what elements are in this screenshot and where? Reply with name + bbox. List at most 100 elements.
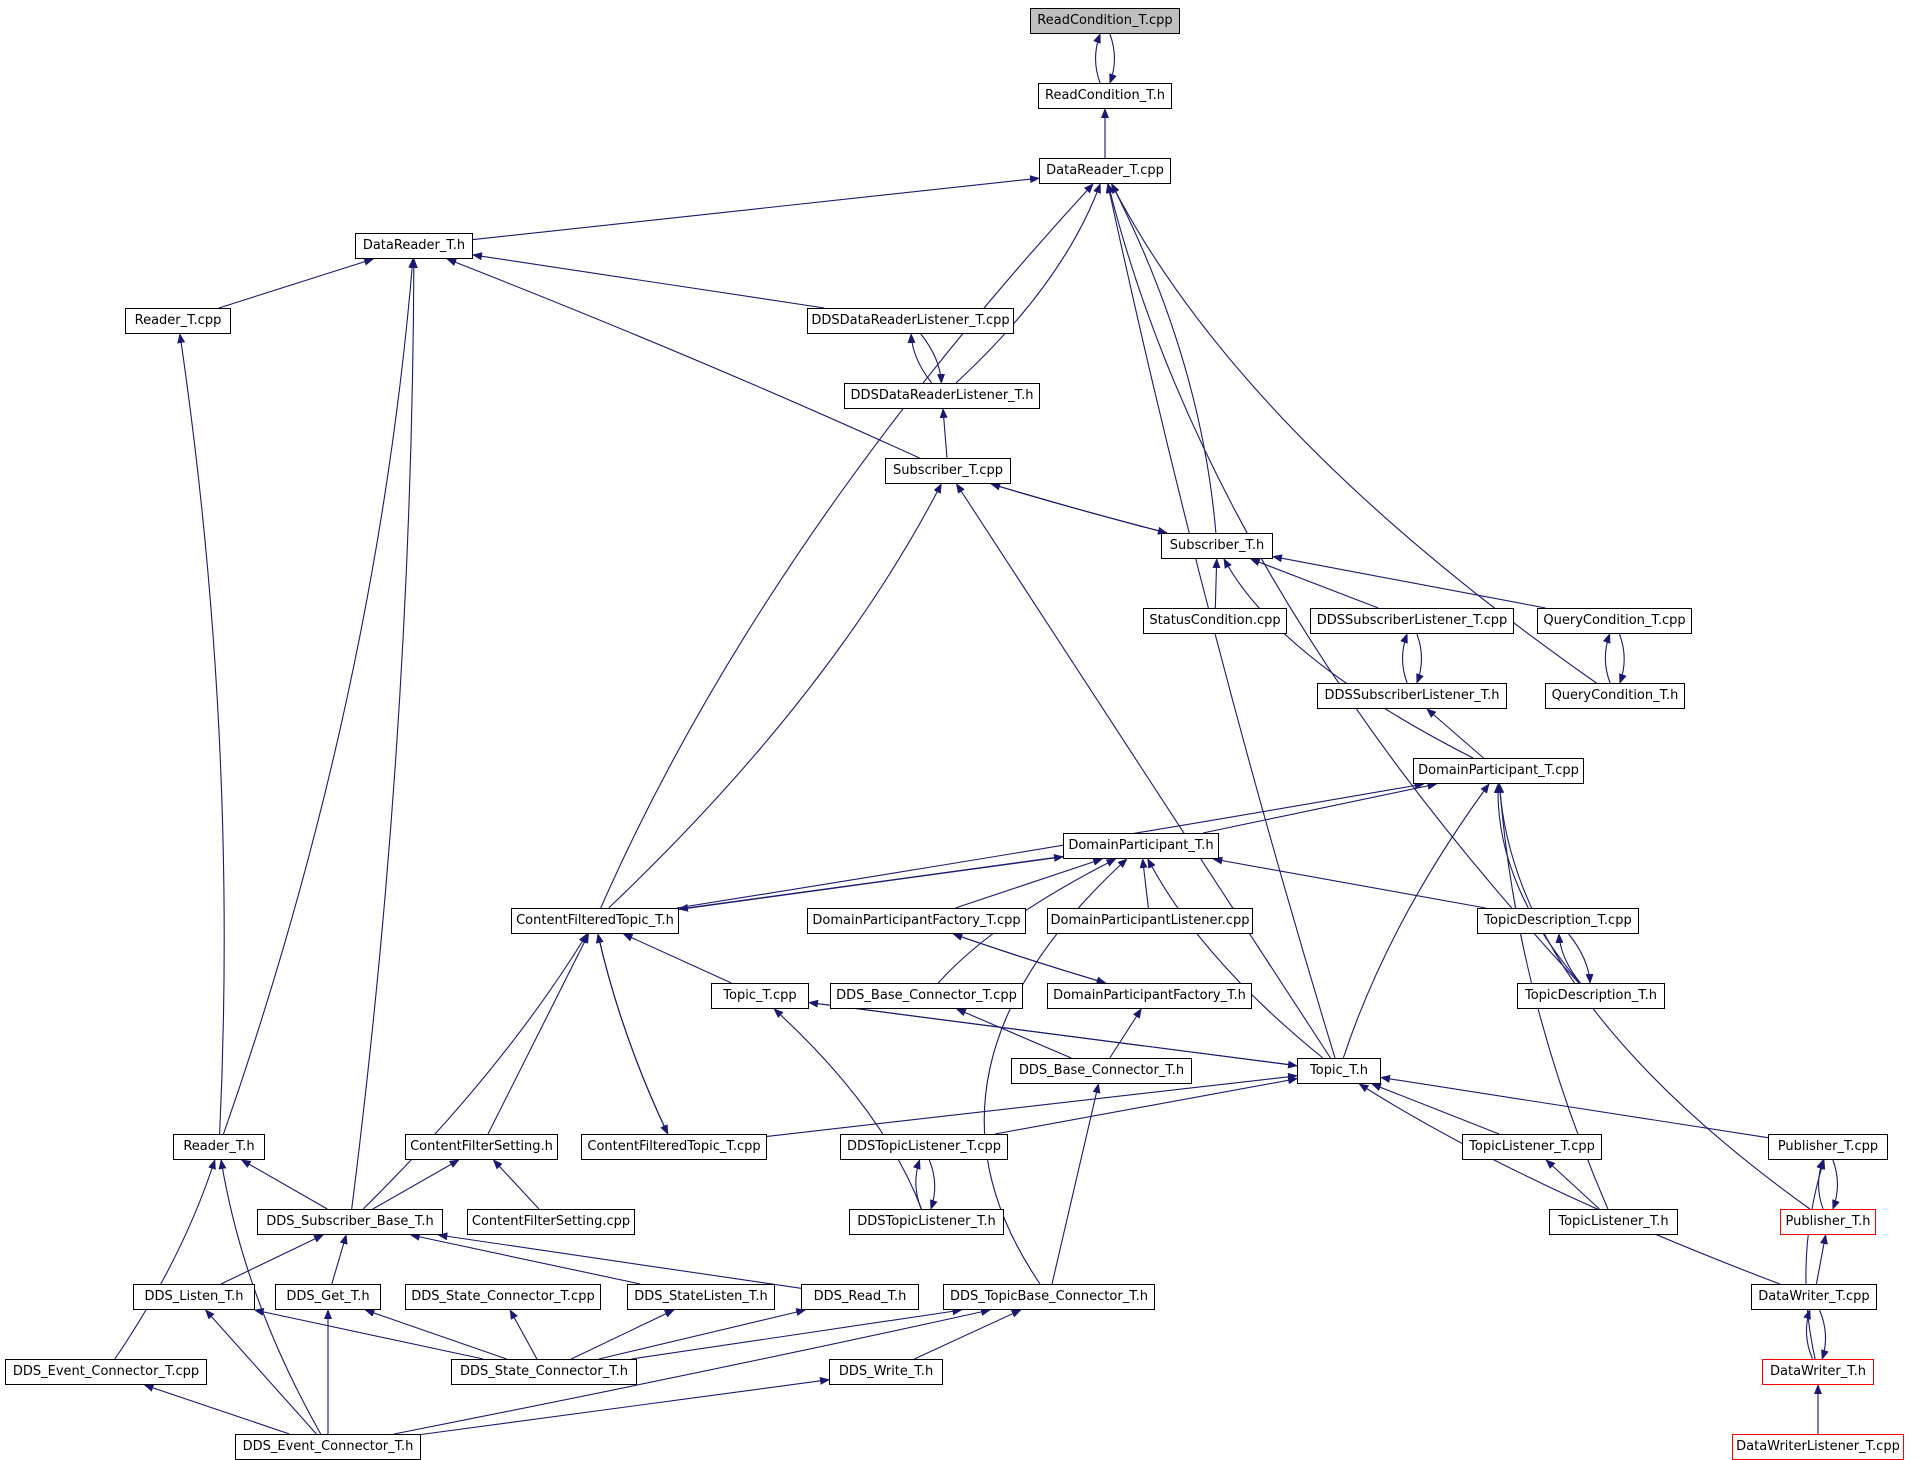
node-dds-state-connector-t-cpp[interactable]: DDS_State_Connector_T.cpp [405, 1284, 601, 1310]
node-topic-t-cpp[interactable]: Topic_T.cpp [711, 983, 809, 1009]
edge-n32-to-n37 [1832, 1159, 1840, 1210]
edge-n26-to-n15 [1342, 783, 1490, 1059]
edge-n32-to-n26 [1380, 1074, 1769, 1139]
node-domainparticipantlistener-cpp[interactable]: DomainParticipantListener.cpp [1047, 908, 1253, 934]
edge-n21-to-n26 [808, 1001, 1298, 1069]
node-ddstopiclistener-t-h[interactable]: DDSTopicListener_T.h [849, 1209, 1004, 1235]
edge-n21-to-n17 [622, 933, 732, 984]
node-ddssubscriberlistener-t-cpp[interactable]: DDSSubscriberListener_T.cpp [1310, 608, 1514, 634]
node-dds-event-connector-t-cpp[interactable]: DDS_Event_Connector_T.cpp [5, 1359, 207, 1385]
edge-n36-to-n31 [1545, 1159, 1600, 1210]
edge-n38-to-n33 [220, 1234, 324, 1285]
node-dds-base-connector-t-h[interactable]: DDS_Base_Connector_T.h [1011, 1058, 1192, 1084]
edge-n49-to-n27 [218, 1159, 322, 1435]
edge-n7-to-n6 [907, 333, 933, 384]
node-readcondition-t-cpp[interactable]: ReadCondition_T.cpp [1030, 8, 1180, 34]
node-contentfilteredtopic-t-cpp[interactable]: ContentFilteredTopic_T.cpp [581, 1134, 767, 1160]
edge-n41-to-n33 [409, 1232, 641, 1285]
node-ddsdatareaderlistener-t-h[interactable]: DDSDataReaderListener_T.h [844, 383, 1040, 409]
edge-n6-to-n7 [920, 333, 945, 384]
node-reader-t-h[interactable]: Reader_T.h [173, 1134, 265, 1160]
edge-n17-to-n15 [676, 781, 1425, 909]
node-topiclistener-t-h[interactable]: TopicListener_T.h [1549, 1209, 1678, 1235]
node-dds-statelisten-t-h[interactable]: DDS_StateListen_T.h [627, 1284, 775, 1310]
node-dds-listen-t-h[interactable]: DDS_Listen_T.h [133, 1284, 255, 1310]
node-dds-topicbase-connector-t-h[interactable]: DDS_TopicBase_Connector_T.h [943, 1284, 1155, 1310]
edge-n4-to-n3 [472, 175, 1040, 241]
node-publisher-t-h[interactable]: Publisher_T.h [1780, 1209, 1876, 1235]
edge-n20-to-n16 [1212, 856, 1486, 909]
node-readcondition-t-h[interactable]: ReadCondition_T.h [1038, 83, 1172, 109]
edge-n24-to-n3 [1106, 183, 1580, 984]
edge-n43-to-n25 [1051, 1083, 1101, 1285]
node-publisher-t-cpp[interactable]: Publisher_T.cpp [1768, 1134, 1888, 1160]
edge-n18-to-n16 [955, 858, 1104, 909]
node-subscriber-t-cpp[interactable]: Subscriber_T.cpp [885, 458, 1011, 484]
edge-n49-to-n43 [393, 1308, 991, 1435]
node-dds-get-t-h[interactable]: DDS_Get_T.h [275, 1284, 381, 1310]
edge-n33-to-n17 [362, 933, 588, 1210]
node-statuscondition-cpp[interactable]: StatusCondition.cpp [1143, 608, 1287, 634]
edge-n8-to-n9 [991, 483, 1168, 535]
edge-n6-to-n4 [472, 252, 825, 309]
edge-n26-to-n16 [1147, 858, 1324, 1059]
node-contentfiltersetting-h[interactable]: ContentFilterSetting.h [405, 1134, 558, 1160]
edge-n17-to-n29 [597, 933, 669, 1135]
edge-n16-to-n15 [1202, 781, 1438, 834]
edge-n44-to-n37 [1815, 1234, 1828, 1285]
edge-n9-to-n3 [1111, 183, 1217, 534]
node-ddstopiclistener-t-cpp[interactable]: DDSTopicListener_T.cpp [840, 1134, 1008, 1160]
edge-n8-to-n7 [939, 408, 948, 459]
edge-n33-to-n27 [240, 1159, 328, 1210]
node-datawriter-t-h[interactable]: DataWriter_T.h [1762, 1359, 1874, 1385]
edge-n25-to-n23 [1109, 1008, 1142, 1059]
node-datawriter-t-cpp[interactable]: DataWriter_T.cpp [1751, 1284, 1877, 1310]
edge-n48-to-n32 [1805, 1159, 1826, 1360]
edge-n49-to-n45 [143, 1384, 290, 1435]
edge-n12-to-n9 [1272, 554, 1546, 609]
edge-n44-to-n48 [1818, 1309, 1829, 1360]
node-topic-t-h[interactable]: Topic_T.h [1297, 1058, 1381, 1084]
node-dds-event-connector-t-h[interactable]: DDS_Event_Connector_T.h [235, 1434, 421, 1460]
node-domainparticipant-t-h[interactable]: DomainParticipant_T.h [1063, 833, 1219, 859]
edge-n7-to-n3 [955, 183, 1101, 384]
edge-n31-to-n26 [1371, 1083, 1500, 1135]
edge-n35-to-n30 [912, 1159, 922, 1210]
node-dds-state-connector-t-h[interactable]: DDS_State_Connector_T.h [451, 1359, 637, 1385]
node-ddssubscriberlistener-t-h[interactable]: DDSSubscriberListener_T.h [1317, 683, 1507, 709]
node-querycondition-t-h[interactable]: QueryCondition_T.h [1545, 683, 1685, 709]
edge-n24-to-n20 [1555, 933, 1581, 984]
node-datawriterlistener-t-cpp[interactable]: DataWriterListener_T.cpp [1732, 1434, 1904, 1460]
node-datareader-t-cpp[interactable]: DataReader_T.cpp [1039, 158, 1171, 184]
node-domainparticipantfactory-t-h[interactable]: DomainParticipantFactory_T.h [1047, 983, 1252, 1009]
node-dds-subscriber-base-t-h[interactable]: DDS_Subscriber_Base_T.h [257, 1209, 443, 1235]
node-datareader-t-h[interactable]: DataReader_T.h [355, 233, 473, 259]
node-subscriber-t-h[interactable]: Subscriber_T.h [1161, 533, 1273, 559]
node-topicdescription-t-h[interactable]: TopicDescription_T.h [1517, 983, 1665, 1009]
edge-n27-to-n5 [177, 333, 225, 1135]
edge-n49-to-n38 [204, 1309, 317, 1435]
edge-n1-to-n2 [1109, 33, 1117, 84]
node-dds-base-connector-t-cpp[interactable]: DDS_Base_Connector_T.cpp [830, 983, 1023, 1009]
node-reader-t-cpp[interactable]: Reader_T.cpp [125, 308, 231, 334]
node-domainparticipant-t-cpp[interactable]: DomainParticipant_T.cpp [1413, 758, 1584, 784]
node-ddsdatareaderlistener-t-cpp[interactable]: DDSDataReaderListener_T.cpp [807, 308, 1014, 334]
node-topiclistener-t-cpp[interactable]: TopicListener_T.cpp [1462, 1134, 1602, 1160]
edge-n28-to-n17 [487, 933, 589, 1135]
node-domainparticipantfactory-t-cpp[interactable]: DomainParticipantFactory_T.cpp [807, 908, 1026, 934]
node-contentfilteredtopic-t-h[interactable]: ContentFilteredTopic_T.h [511, 908, 679, 934]
node-querycondition-t-cpp[interactable]: QueryCondition_T.cpp [1537, 608, 1692, 634]
edge-n17-to-n3 [600, 183, 1094, 909]
edge-n46-to-n39 [364, 1309, 507, 1360]
edge-n8-to-n4 [446, 258, 920, 459]
edge-n10-to-n9 [1212, 558, 1221, 609]
node-dds-read-t-h[interactable]: DDS_Read_T.h [801, 1284, 919, 1310]
node-dds-write-t-h[interactable]: DDS_Write_T.h [829, 1359, 943, 1385]
edge-n19-to-n16 [1139, 858, 1149, 909]
node-topicdescription-t-cpp[interactable]: TopicDescription_T.cpp [1477, 908, 1639, 934]
edge-n39-to-n33 [331, 1234, 348, 1285]
node-contentfiltersetting-cpp[interactable]: ContentFilterSetting.cpp [467, 1209, 635, 1235]
edge-n18-to-n23 [953, 933, 1107, 985]
edge-n29-to-n17 [595, 933, 669, 1135]
edge-n11-to-n9 [1249, 558, 1379, 609]
